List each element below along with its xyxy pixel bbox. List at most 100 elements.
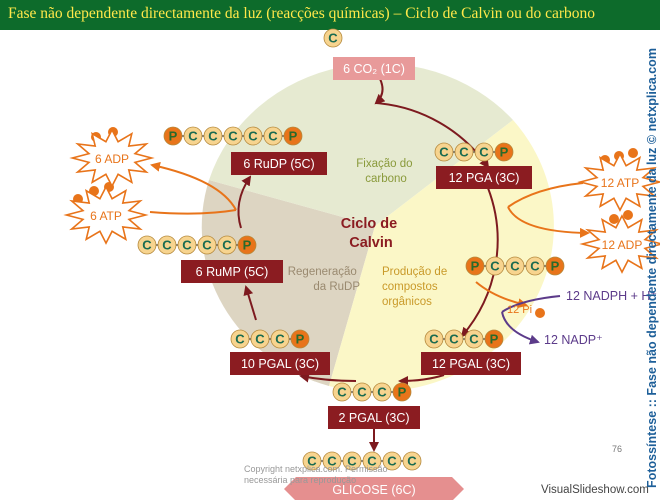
nadp-label: 12 NADP⁺ xyxy=(544,333,603,347)
carbon-letter: C xyxy=(449,332,459,347)
rudp-box xyxy=(231,152,327,175)
phosphate-letter: P xyxy=(398,385,407,400)
pi-dot xyxy=(535,308,545,318)
phase-regeneration-line: Regeneração xyxy=(288,266,357,278)
phosphate-bead xyxy=(484,329,504,349)
center-label-line: Ciclo de xyxy=(341,216,397,232)
carbon-bead xyxy=(302,451,322,471)
carbon-letter: C xyxy=(469,332,479,347)
title-bar: Fase não dependente directamente da luz … xyxy=(0,0,660,30)
copyright-watermark: Copyright netxplica.com. Permissão neces… xyxy=(244,464,388,486)
phosphate-letter: P xyxy=(551,259,560,274)
carbon-letter: C xyxy=(490,259,500,274)
cycle-arrow-rump-to-rudp xyxy=(237,175,252,229)
carbon-bead xyxy=(137,235,157,255)
watermark-line: Copyright netxplica.com. Permissão xyxy=(244,464,388,474)
carbon-letter: C xyxy=(268,129,278,144)
pi-label: 12 Pi xyxy=(507,304,532,316)
atp-left-starburst xyxy=(63,185,149,245)
atp-in-arrow-left xyxy=(149,209,237,215)
nadph-in-arrow xyxy=(501,295,561,313)
carbon-bead xyxy=(263,126,283,146)
pgal2-box xyxy=(328,406,420,429)
phase-production-line: orgânicos xyxy=(382,296,432,308)
adp-right-dot xyxy=(609,214,619,224)
phosphate-bead xyxy=(494,142,514,162)
pga-box xyxy=(436,166,532,189)
carbon-bead xyxy=(434,142,454,162)
carbon-bead xyxy=(352,382,372,402)
phase-fixation-label: Fixação do carbono xyxy=(356,158,415,185)
carbon-bead xyxy=(243,126,263,146)
glucose-box-label: GLICOSE (6C) xyxy=(332,483,415,497)
cycle-arrow-pgal-to-rump xyxy=(243,285,257,321)
phosphate-letter: P xyxy=(289,129,298,144)
carbon-bead xyxy=(372,382,392,402)
center-label: Ciclo de Calvin xyxy=(341,216,401,251)
phosphate-bead xyxy=(163,126,183,146)
phosphate-letter: P xyxy=(169,129,178,144)
carbon-letter: C xyxy=(222,238,232,253)
carbon-bead xyxy=(525,256,545,276)
carbon-bead xyxy=(342,451,362,471)
phosphate-letter: P xyxy=(490,332,499,347)
carbon-bead xyxy=(402,451,422,471)
carbon-bead xyxy=(157,235,177,255)
carbon-bead xyxy=(250,329,270,349)
adp-left-starburst xyxy=(69,128,155,188)
rudp-box-label: 6 RuDP (5C) xyxy=(243,157,314,171)
carbon-bead xyxy=(454,142,474,162)
carbon-letter: C xyxy=(337,385,347,400)
atp-in-arrow-right xyxy=(507,182,584,208)
nadp-out-arrow xyxy=(501,311,540,345)
phase-fixation-line: Fixação do xyxy=(356,158,412,170)
phosphate-bead xyxy=(283,126,303,146)
carbon-bead xyxy=(177,235,197,255)
carbon-letter: C xyxy=(429,332,439,347)
carbon-letter: C xyxy=(357,385,367,400)
carbon-bead xyxy=(223,126,243,146)
pgal12-box xyxy=(421,352,521,375)
carbon-letter: C xyxy=(407,454,417,469)
co2-box-label: 6 CO₂ (1C) xyxy=(343,62,405,76)
side-caption: Fotossíntese :: Fase não dependente dire… xyxy=(645,48,659,488)
carbon-bead xyxy=(217,235,237,255)
page-number: 76 xyxy=(612,444,623,454)
phosphate-letter: P xyxy=(296,332,305,347)
carbon-letter: C xyxy=(347,454,357,469)
slide-title: Fase não dependente directamente da luz … xyxy=(8,5,596,22)
carbon-bead xyxy=(505,256,525,276)
carbon-letter: C xyxy=(235,332,245,347)
carbon-letter: C xyxy=(479,145,489,160)
carbon-letter: C xyxy=(182,238,192,253)
carbon-letter: C xyxy=(275,332,285,347)
co2-box xyxy=(333,57,415,80)
cycle-arrow-2pgal-to-10pgal xyxy=(299,372,357,383)
phase-production-line: compostos xyxy=(382,281,438,293)
carbon-bead xyxy=(362,451,382,471)
carbon-letter: C xyxy=(228,129,238,144)
carbon-letter: C xyxy=(208,129,218,144)
carbon-bead xyxy=(424,329,444,349)
carbon-bead xyxy=(203,126,223,146)
carbon-bead xyxy=(197,235,217,255)
carbon-letter: C xyxy=(142,238,152,253)
carbon-letter: C xyxy=(510,259,520,274)
pgal12-box-label: 12 PGAL (3C) xyxy=(432,357,510,371)
atp-left-label: 6 ATP xyxy=(90,209,122,223)
carbon-letter: C xyxy=(377,385,387,400)
carbon-bead xyxy=(382,451,402,471)
rump-box xyxy=(181,260,283,283)
phosphate-letter: P xyxy=(471,259,480,274)
phosphate-bead xyxy=(545,256,565,276)
carbon-letter: C xyxy=(202,238,212,253)
atp-right-starburst xyxy=(577,152,660,212)
cycle-arrow-pgal-to-2pgal xyxy=(398,374,445,386)
